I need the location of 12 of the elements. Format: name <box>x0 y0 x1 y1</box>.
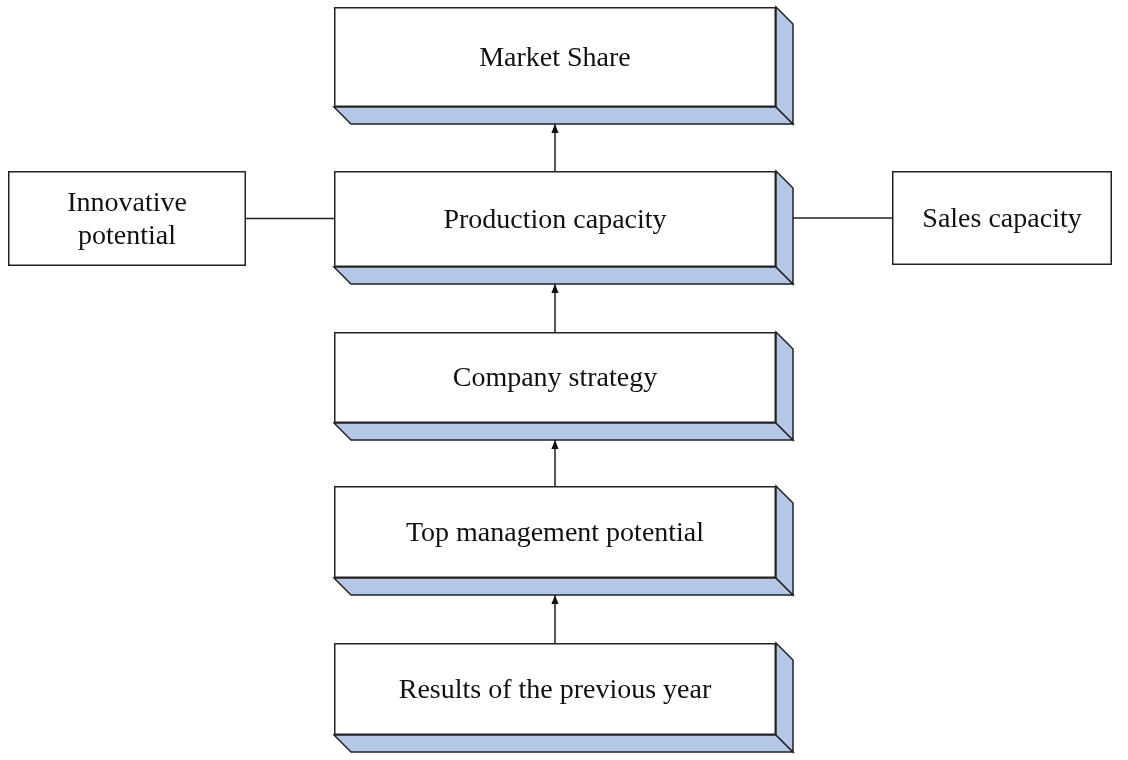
arrow <box>551 123 559 172</box>
box-label: Top management potential <box>405 515 705 549</box>
connector-line <box>245 217 335 220</box>
box-label: Innovative potential <box>66 186 188 251</box>
arrow <box>551 594 559 644</box>
arrow <box>551 439 559 487</box>
box-label: Market Share <box>479 40 631 74</box>
box-label: Company strategy <box>452 361 658 394</box>
box-label: Production capacity <box>443 202 667 236</box>
box-label: Results of the previous year <box>398 672 712 706</box>
arrow <box>551 283 559 333</box>
box-label: Sales capacity <box>922 201 1082 235</box>
